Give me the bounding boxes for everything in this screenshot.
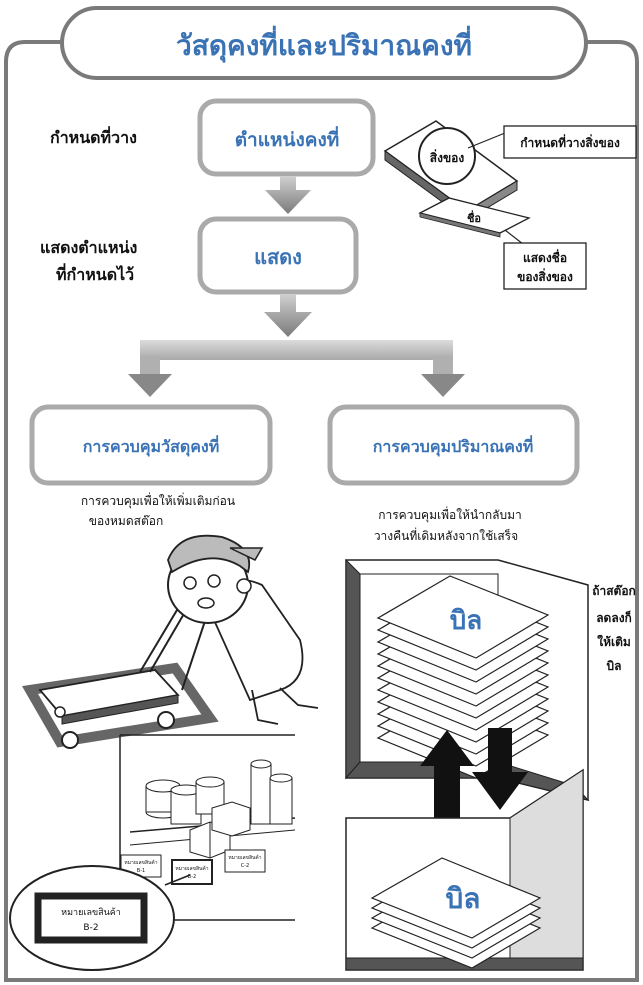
item-label: สิ่งของ: [430, 149, 465, 165]
shelf-label-3-line2: C-2: [241, 863, 249, 869]
stock-note-line3: ให้เติม: [597, 634, 631, 649]
stock-note-line1: ถ้าสต๊อก: [592, 584, 636, 598]
zoom-label-line1: หมายเลขสินค้า: [61, 907, 121, 918]
shelf-label-3: [224, 849, 266, 873]
up-arrow: [420, 730, 474, 822]
zoom-label-line2: B-2: [83, 923, 98, 933]
branch-stem-right: [433, 358, 453, 376]
arrow-down-1: [265, 176, 311, 214]
left-desc-line1: การควบคุมเพื่อให้เพิ่มเติมก่อน: [81, 492, 235, 509]
zoom-label-box: [34, 892, 148, 944]
shelf-label-2-line2: B-2: [188, 874, 196, 880]
name-callout-line: [504, 229, 524, 245]
arrow-down-left: [128, 374, 172, 397]
fixed-material-box: [29, 404, 273, 486]
name-display-callout-box: [503, 242, 587, 290]
page-title: วัสดุคงที่และปริมาณคงที่: [176, 25, 472, 63]
down-arrow: [472, 728, 528, 810]
fixed-material-label: การควบคุมวัสดุคงที่: [83, 435, 220, 457]
fixed-position-label: ตำแหน่งคงที่: [235, 126, 340, 151]
step2-label-line1: แสดงตำแหน่ง: [40, 238, 137, 257]
branch-bar: [140, 340, 453, 360]
name-tag-illustration: [418, 197, 531, 238]
item-plate-illustration: [383, 120, 519, 221]
display-label: แสดง: [254, 245, 302, 269]
name-display-line2: ของสิ่งของ: [517, 268, 573, 284]
upper-bill-label: บิล: [450, 606, 482, 636]
title-pill: [60, 6, 588, 80]
shelf-label-1-line1: หมายเลขสินค้า: [124, 859, 157, 866]
left-desc-line2: ของหมดสต๊อก: [89, 514, 163, 528]
name-label: ชื่อ: [467, 210, 481, 225]
item-place-callout: กำหนดที่วางสิ่งของ: [520, 134, 620, 150]
fixed-position-box: [197, 98, 376, 177]
stock-note-line4: บิล: [607, 659, 622, 673]
worker-cart-illustration: [22, 534, 319, 749]
right-desc-line2: วางคืนที่เดิมหลังจากใช้เสร็จ: [374, 527, 518, 543]
outer-frame: [4, 40, 639, 982]
lower-bill-label: บิล: [446, 882, 481, 915]
shelf-label-1-line2: B-1: [137, 868, 145, 874]
zoom-connector: [164, 874, 191, 886]
upper-tray-illustration: [344, 558, 590, 801]
arrow-down-2: [264, 294, 312, 337]
step2-label-line2: ที่กำหนดไว้: [56, 263, 134, 284]
step1-label: กำหนดที่วาง: [50, 126, 137, 147]
fixed-quantity-label: การควบคุมปริมาณคงที่: [373, 435, 534, 457]
fixed-quantity-box: [327, 404, 580, 486]
right-desc-line1: การควบคุมเพื่อให้นำกลับมา: [378, 506, 522, 523]
name-display-line1: แสดงชื่อ: [523, 249, 567, 265]
display-box: [197, 216, 359, 295]
branch-stem-left: [140, 358, 160, 376]
lower-tray-illustration: [345, 768, 584, 971]
arrow-down-right: [421, 374, 465, 397]
shelf-label-2-line1: หมายเลขสินค้า: [175, 865, 208, 872]
stock-note-line2: ลดลงก็: [596, 610, 632, 625]
item-place-callout-box: [503, 125, 637, 159]
item-callout-line: [467, 132, 506, 149]
shelf-label-3-line1: หมายเลขสินค้า: [228, 854, 261, 861]
